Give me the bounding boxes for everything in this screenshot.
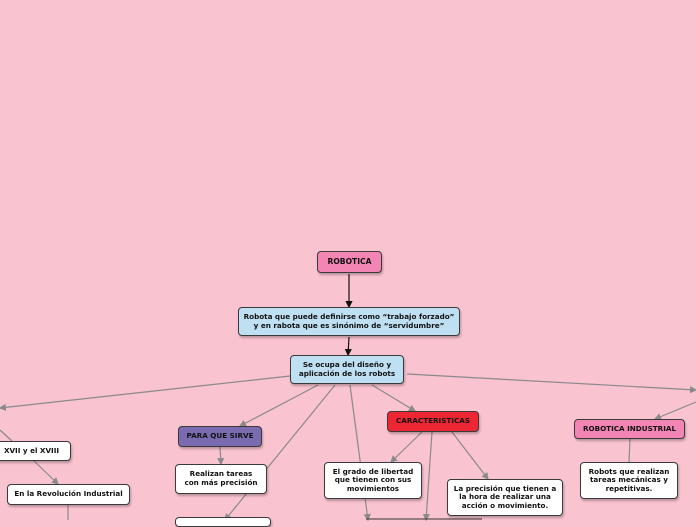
node-revolution[interactable]: En la Revolución Industrial	[7, 484, 130, 505]
node-definition[interactable]: Robota que puede definirse como “trabajo…	[238, 307, 460, 336]
node-industrial[interactable]: ROBOTICA INDUSTRIAL	[574, 419, 685, 439]
connector-scope-purpose	[238, 384, 319, 427]
node-precision[interactable]: La precisión que tienen a la hora de rea…	[447, 479, 563, 516]
connector-industrial-detail	[628, 438, 631, 463]
connector-scope-lower	[224, 384, 336, 521]
node-industrial-detail[interactable]: Robots que realizan tareas mecánicas y r…	[580, 462, 678, 499]
connector-scope-history	[0, 375, 291, 411]
connector-scope-right	[406, 373, 696, 394]
node-purpose-detail[interactable]: Realizan tareas con más precisión	[175, 464, 267, 494]
node-scope[interactable]: Se ocupa del diseño y aplicación de los …	[290, 355, 404, 384]
node-root[interactable]: ROBOTICA	[317, 251, 382, 273]
connector-characteristics-center	[422, 431, 433, 522]
connector-scope-characteristics	[371, 384, 417, 412]
connector-definition-scope	[344, 336, 352, 357]
connector-scope-center	[349, 384, 371, 522]
connector-history-left	[0, 429, 13, 442]
node-lower-partial	[175, 517, 271, 527]
node-freedom[interactable]: El grado de libertad que tienen con sus …	[324, 462, 422, 499]
connector-characteristics-precision	[451, 431, 489, 480]
connector-history-revolution	[33, 460, 59, 485]
node-purpose[interactable]: PARA QUE SIRVE	[178, 426, 262, 447]
node-history[interactable]: XVII y el XVIII	[0, 441, 71, 461]
connector-purpose-detail	[217, 446, 225, 466]
node-characteristics[interactable]: CARACTERISTICAS	[387, 411, 479, 432]
connector-right-industrial	[653, 401, 696, 421]
connector-characteristics-freedom	[390, 431, 423, 463]
